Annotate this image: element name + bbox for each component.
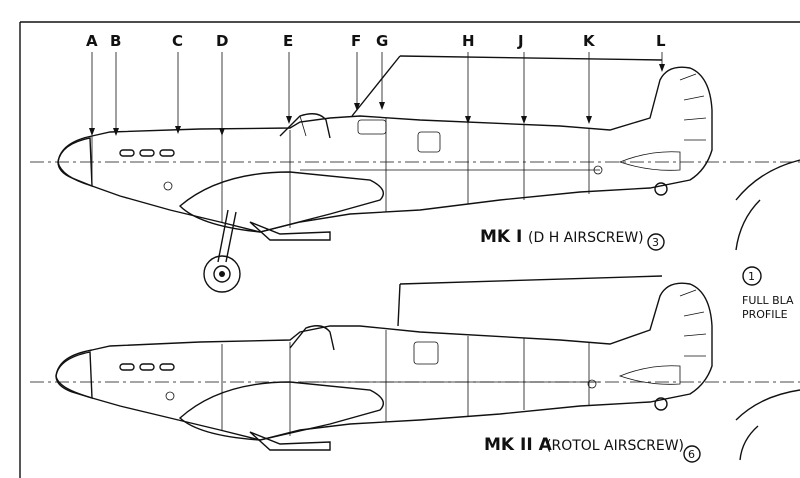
- aircraft-profile-mk1: [30, 55, 800, 293]
- station-letter: L: [656, 32, 666, 50]
- view-mark: MK II A: [484, 435, 553, 455]
- blade-profile-lower: [735, 389, 800, 421]
- blade-profile-lower-edge: [739, 425, 759, 461]
- view-mark: MK I: [480, 227, 522, 247]
- view-number: 6: [688, 448, 695, 461]
- view-number-circle: [683, 445, 701, 463]
- station-markers: A B C D E F G H J K L: [86, 32, 666, 136]
- aircraft-profile-mk2a: [30, 275, 800, 451]
- station-letter: F: [351, 32, 361, 50]
- view-detail: (ROTOL AIRSCREW): [546, 438, 684, 454]
- view-detail: (D H AIRSCREW): [528, 230, 644, 246]
- side-note-line2: PROFILE: [742, 308, 788, 321]
- station-letter: G: [376, 32, 388, 50]
- station-letter: H: [462, 32, 475, 50]
- station-letter: K: [583, 32, 596, 50]
- station-letter: A: [86, 32, 98, 50]
- blade-profile-upper: [735, 159, 800, 201]
- view-number: 3: [652, 236, 659, 249]
- side-note-line1: FULL BLA: [742, 294, 794, 307]
- station-letter: D: [216, 32, 228, 50]
- side-note-number-circle: [742, 266, 762, 286]
- station-letter: J: [517, 32, 524, 50]
- side-note-number: 1: [748, 270, 755, 283]
- station-letter: E: [283, 32, 293, 50]
- landing-gear-mk1: [203, 209, 241, 293]
- view-number-circle: [647, 233, 665, 251]
- station-letter: B: [110, 32, 121, 50]
- blade-profile-upper-edge: [735, 199, 761, 251]
- station-letter: C: [172, 32, 183, 50]
